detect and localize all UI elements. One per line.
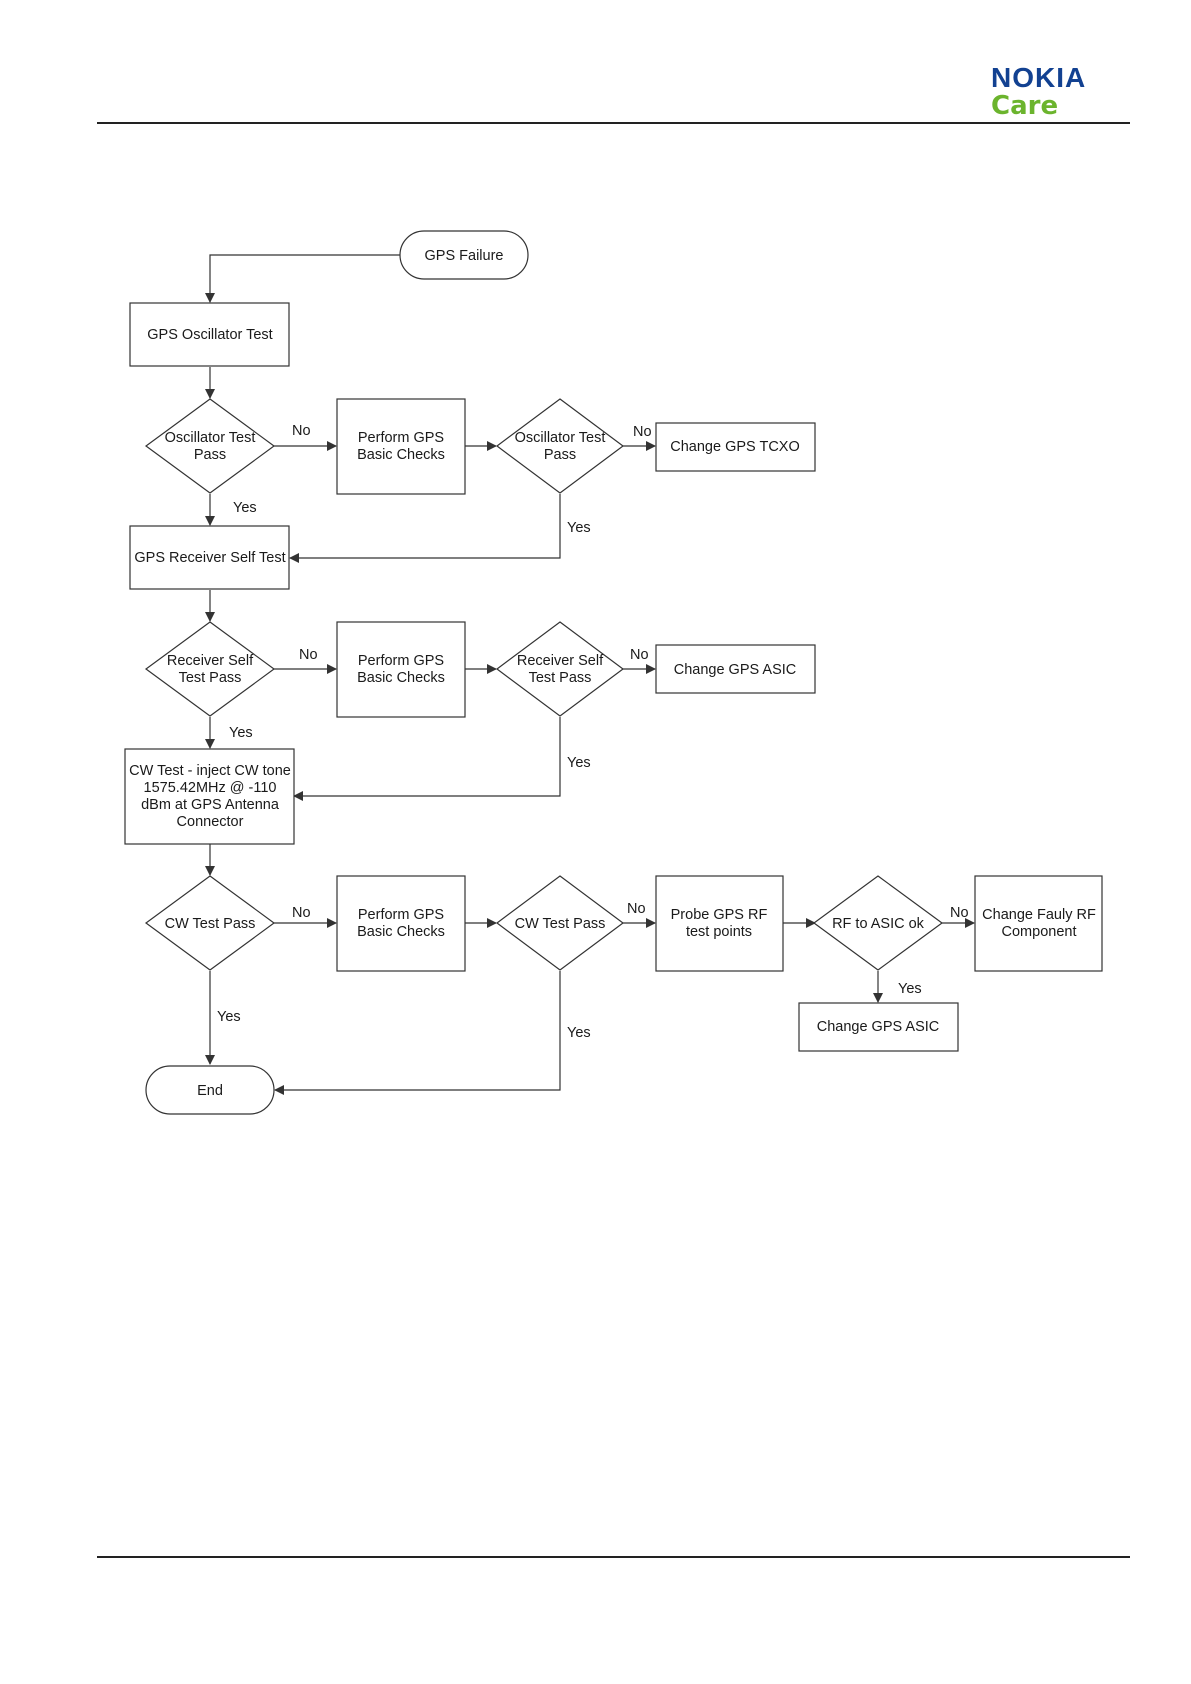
basic-1-line-2: Basic Checks [357,447,445,463]
basic-checks-box-3 [336,875,466,972]
connector-start-to-osc-test [205,254,400,303]
rx-pass-decision-1 [144,621,276,717]
basic-1-line-1: Perform GPS [358,430,444,446]
rx-pass-2-line-2: Test Pass [529,670,592,686]
osc-test-line-1: GPS Oscillator Test [147,327,272,343]
connector-cw-2-yes-to-end [274,971,561,1095]
probe-rf-line-1: Probe GPS RF [671,907,768,923]
cw-pass-1-line-1: CW Test Pass [165,916,256,932]
label-rx-yes-2: Yes [567,755,591,771]
osc-pass-2-line-1: Oscillator Test [515,430,606,446]
label-cw-no-1: No [292,905,311,921]
footer-rule [97,1556,1130,1558]
end-terminal [145,1065,275,1115]
label-rf-no: No [950,905,969,921]
label-cw-no-2: No [627,901,646,917]
basic-2-line-2: Basic Checks [357,670,445,686]
label-cw-yes-1: Yes [217,1009,241,1025]
change-rf-box [974,875,1103,972]
cw-pass-decision-1 [144,875,276,971]
label-rx-yes-1: Yes [229,725,253,741]
change-tcxo-box [655,422,816,472]
cw-pass-decision-2 [495,875,625,971]
cw-test-line-2: 1575.42MHz @ -110 [144,780,277,796]
osc-pass-decision-1 [144,398,276,494]
cw-test-line-4: Connector [177,814,244,830]
start-line-1: GPS Failure [425,248,504,264]
label-cw-yes-2: Yes [567,1025,591,1041]
connector-rx-2-yes-to-cw-test [293,717,561,801]
label-osc-yes-1: Yes [233,500,257,516]
rf-asic-line-1: RF to ASIC ok [832,916,925,932]
label-rx-no-2: No [630,647,649,663]
edge-labels: No No Yes Yes No No Yes Yes No No No Yes… [217,423,969,1041]
logo-nokia-text: NOKIA [991,62,1087,93]
cw-test-box [124,748,295,845]
connectors [205,254,975,1095]
nokia-care-logo: NOKIA Care [991,62,1131,121]
change-asic-2-line-1: Change GPS ASIC [817,1019,940,1035]
end-line-1: End [197,1083,223,1099]
node-texts: GPS Failure GPS Oscillator Test Oscillat… [129,248,1096,1099]
probe-rf-box [655,875,784,972]
osc-pass-1-line-1: Oscillator Test [165,430,256,446]
change-asic-box-1 [655,644,816,694]
node-shapes [124,230,1103,1115]
rx-pass-1-line-2: Test Pass [179,670,242,686]
change-rf-line-1: Change Fauly RF [982,907,1096,923]
cw-pass-2-line-1: CW Test Pass [515,916,606,932]
basic-checks-box-1 [336,398,466,495]
osc-pass-2-line-2: Pass [544,447,576,463]
label-osc-no-2: No [633,424,652,440]
label-osc-yes-2: Yes [567,520,591,536]
basic-3-line-2: Basic Checks [357,924,445,940]
header-rule [97,122,1130,124]
label-osc-no-1: No [292,423,311,439]
start-terminal [399,230,529,280]
rf-asic-decision [812,875,944,971]
change-rf-line-2: Component [1002,924,1077,940]
osc-test-box [129,302,290,367]
basic-2-line-1: Perform GPS [358,653,444,669]
osc-pass-decision-2 [495,398,625,494]
label-rx-no-1: No [299,647,318,663]
probe-rf-line-2: test points [686,924,752,940]
rx-pass-1-line-1: Receiver Self [167,653,254,669]
rx-pass-2-line-1: Receiver Self [517,653,604,669]
osc-pass-1-line-2: Pass [194,447,226,463]
change-tcxo-line-1: Change GPS TCXO [670,439,800,455]
change-asic-1-line-1: Change GPS ASIC [674,662,797,678]
connector-osc-2-yes-to-rx-test [289,494,561,563]
cw-test-line-3: dBm at GPS Antenna [141,797,280,813]
basic-checks-box-2 [336,621,466,718]
label-rf-yes: Yes [898,981,922,997]
logo-care-text: Care [991,91,1059,121]
basic-3-line-1: Perform GPS [358,907,444,923]
change-asic-box-2 [798,1002,959,1052]
rx-self-test-box [129,525,290,590]
rx-self-test-line-1: GPS Receiver Self Test [134,550,285,566]
cw-test-line-1: CW Test - inject CW tone [129,763,291,779]
rx-pass-decision-2 [495,621,625,717]
